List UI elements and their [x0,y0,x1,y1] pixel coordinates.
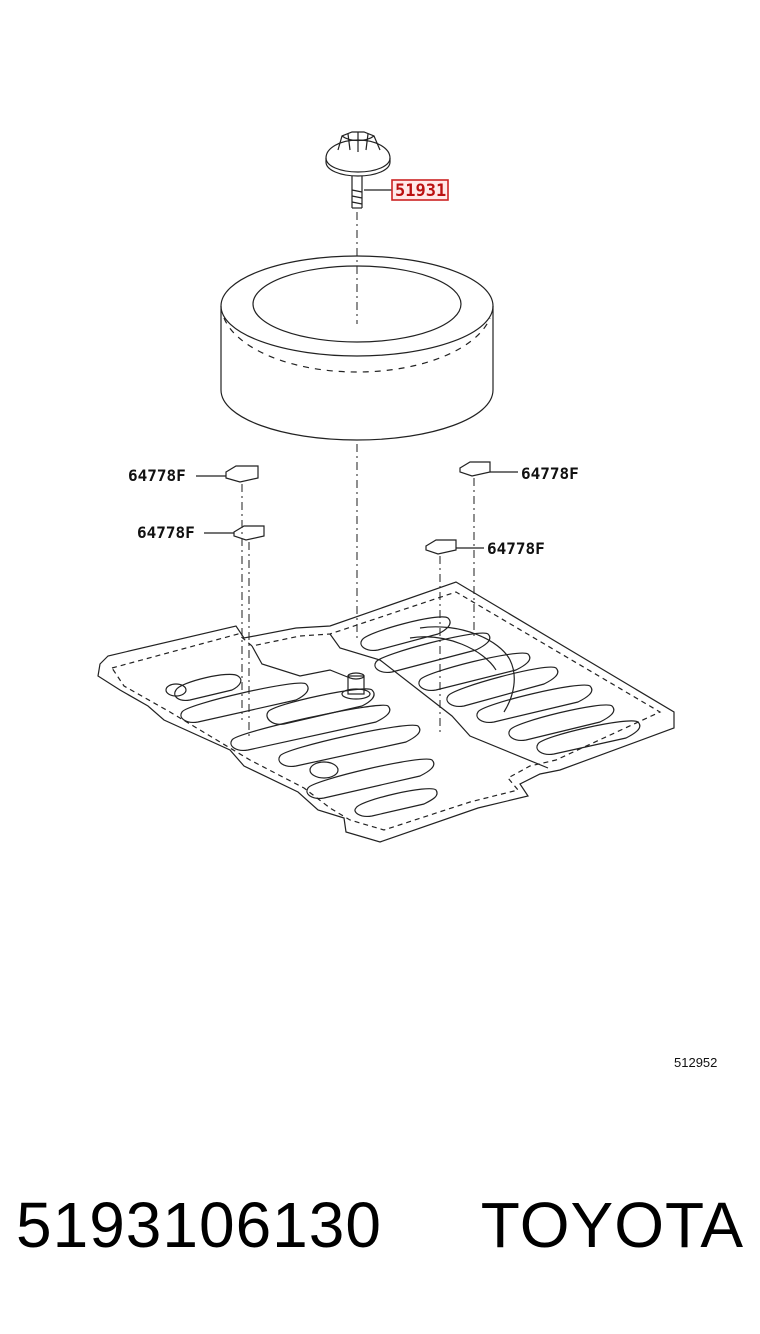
carrier-bolt-icon [325,131,391,209]
callout-51931[interactable]: 51931 [395,181,446,201]
pad-lower-left-icon [233,525,265,541]
highlight-box [391,179,449,201]
callout-pad-lower-right[interactable]: 64778F [487,539,545,558]
brand-name: TOYOTA [480,1189,744,1261]
footer: 5193106130 TOYOTA [0,1188,760,1278]
callout-pad-upper-right[interactable]: 64778F [521,464,579,483]
pad-upper-right-icon [459,461,491,477]
reference-number: 512952 [674,1055,717,1070]
pad-lower-right-icon [425,539,457,555]
part-number: 5193106130 [16,1189,382,1261]
floor-pan-icon [97,581,675,843]
spare-tire-icon [220,255,494,441]
callout-pad-upper-left[interactable]: 64778F [128,466,186,485]
pad-upper-left-icon [225,465,259,483]
callout-pad-lower-left[interactable]: 64778F [137,523,195,542]
